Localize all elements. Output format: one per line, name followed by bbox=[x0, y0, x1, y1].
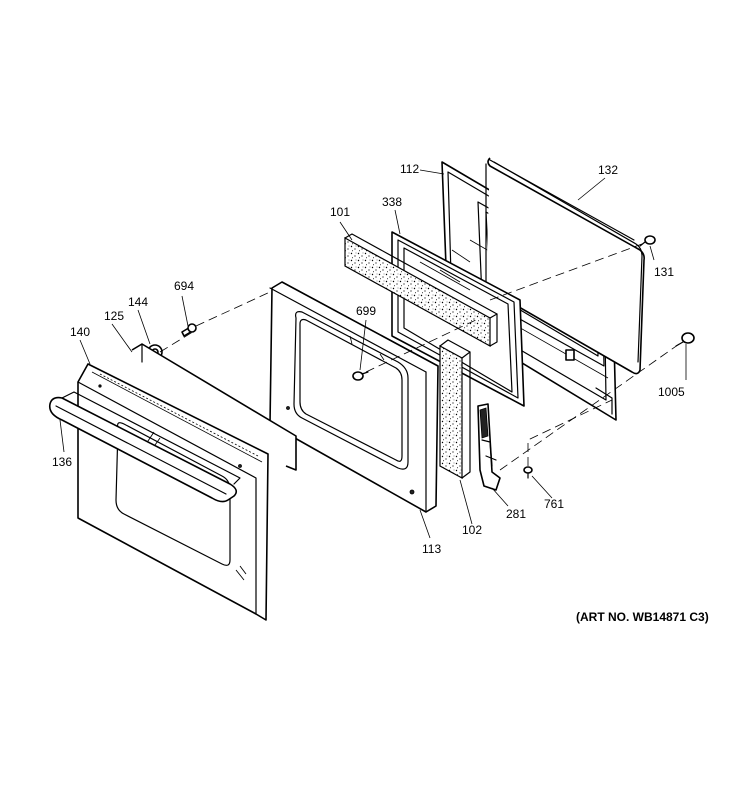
part-281-door-hinge bbox=[477, 403, 501, 491]
part-125-trim-strip bbox=[131, 343, 297, 471]
part-131-screw-icon bbox=[639, 235, 656, 247]
callout-132: 132 bbox=[598, 163, 618, 177]
callout-281: 281 bbox=[506, 507, 526, 521]
part-694-screw-icon bbox=[181, 323, 197, 337]
part-140-outer-door bbox=[77, 363, 269, 621]
part-699-screw-icon bbox=[352, 371, 369, 381]
callout-761: 761 bbox=[544, 497, 564, 511]
part-101-insulation bbox=[344, 233, 498, 348]
art-number: (ART NO. WB14871 C3) bbox=[576, 610, 709, 624]
callout-144: 144 bbox=[128, 295, 148, 309]
callout-1005: 1005 bbox=[658, 385, 685, 399]
callout-112: 112 bbox=[400, 162, 419, 176]
part-102-side-insulation bbox=[439, 339, 471, 480]
part-132-door-gasket bbox=[485, 157, 645, 375]
part-761-screw-icon bbox=[523, 466, 533, 479]
callout-694: 694 bbox=[174, 279, 194, 293]
callout-136: 136 bbox=[52, 455, 72, 469]
part-113-inner-door-panel bbox=[269, 281, 439, 513]
callout-113: 113 bbox=[422, 542, 441, 556]
part-136-door-handle bbox=[48, 391, 241, 503]
callout-699: 699 bbox=[356, 304, 376, 318]
assembly-lines bbox=[159, 243, 683, 471]
callout-140: 140 bbox=[70, 325, 90, 339]
callout-125: 125 bbox=[104, 309, 124, 323]
callout-101: 101 bbox=[330, 205, 350, 219]
leader-lines bbox=[59, 169, 687, 539]
callout-131: 131 bbox=[654, 265, 674, 279]
callout-338: 338 bbox=[382, 195, 402, 209]
callout-102: 102 bbox=[462, 523, 482, 537]
callout-labels: 112 132 101 338 131 694 699 144 125 140 … bbox=[52, 162, 685, 556]
